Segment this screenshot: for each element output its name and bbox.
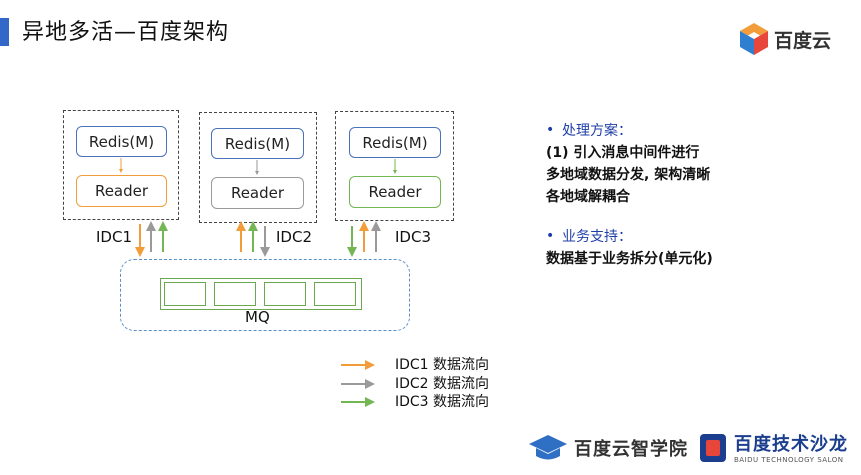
- mq-queue-cell: [264, 282, 306, 306]
- baidu-cloud-logo: 百度云: [738, 22, 831, 56]
- solution-line: (1) 引入消息中间件进行: [546, 145, 700, 161]
- mq-queue-cell: [164, 282, 206, 306]
- support-title: 业务支持：: [562, 229, 632, 245]
- support-line: 数据基于业务拆分(单元化): [546, 251, 713, 267]
- support-bullet: • 业务支持：: [546, 226, 806, 246]
- legend-idc1-label: IDC1 数据流向: [395, 357, 490, 373]
- idc1-box: [63, 110, 179, 220]
- mq-container: [120, 259, 410, 331]
- solution-line: 多地域数据分发, 架构清晰: [546, 167, 711, 183]
- baidu-tech-salon-logo: 百度技术沙龙 BAIDU TECHNOLOGY SALON: [698, 430, 848, 464]
- legend-idc2-label: IDC2 数据流向: [395, 376, 490, 392]
- idc3-box: [335, 111, 454, 221]
- logo-text: 百度云: [774, 29, 832, 52]
- mq-queue-cell: [314, 282, 356, 306]
- idc2-box: [199, 112, 317, 223]
- idc1-redis-node: Redis(M): [76, 126, 167, 157]
- solution-title: 处理方案：: [562, 123, 632, 139]
- baidu-cloud-cube-icon: [740, 23, 768, 55]
- salon-english-text: BAIDU TECHNOLOGY SALON: [734, 456, 844, 464]
- salon-emblem-icon: [700, 434, 726, 462]
- description-panel: • 处理方案： (1) 引入消息中间件进行 多地域数据分发, 架构清晰 各地域解…: [546, 120, 806, 270]
- mq-label: MQ: [245, 308, 270, 326]
- legend-idc3-label: IDC3 数据流向: [395, 394, 490, 410]
- idc2-redis-node: Redis(M): [211, 128, 304, 159]
- baidu-cloud-academy-logo: 百度云智学院: [528, 433, 688, 463]
- idc2-reader-node: Reader: [211, 177, 304, 209]
- mq-queue: [160, 278, 362, 310]
- bullet-icon: •: [546, 228, 555, 244]
- idc3-label: IDC3: [395, 228, 431, 246]
- page-title: 异地多活—百度架构: [22, 20, 230, 45]
- academy-text: 百度云智学院: [574, 439, 688, 460]
- title-accent-bar: [0, 18, 9, 46]
- idc1-reader-node: Reader: [76, 175, 167, 207]
- idc3-reader-node: Reader: [349, 176, 441, 208]
- idc3-redis-node: Redis(M): [349, 127, 441, 158]
- idc1-label: IDC1: [96, 228, 132, 246]
- solution-line: 各地域解耦合: [546, 189, 630, 205]
- idc2-label: IDC2: [276, 228, 312, 246]
- solution-bullet: • 处理方案：: [546, 120, 806, 140]
- salon-text: 百度技术沙龙: [734, 434, 848, 455]
- graduation-cap-icon: [529, 435, 567, 460]
- mq-queue-cell: [214, 282, 256, 306]
- bullet-icon: •: [546, 122, 555, 138]
